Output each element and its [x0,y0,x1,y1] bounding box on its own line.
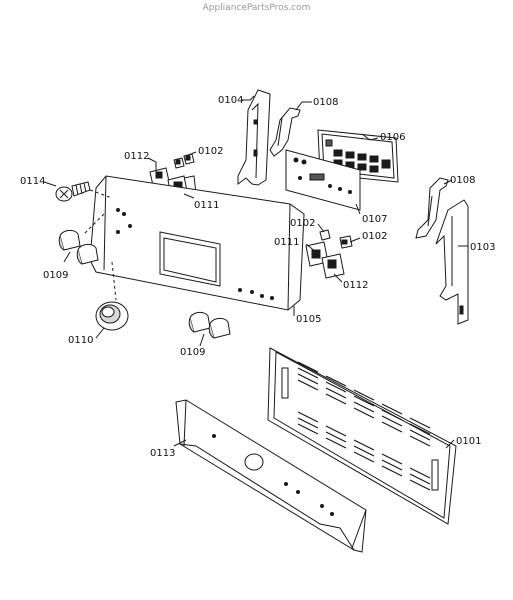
lower-rear-bracket [175,399,367,553]
screw [55,181,91,202]
label-0105: 0105 [296,314,322,325]
label-0102-top: 0102 [198,146,224,157]
big-knob [95,301,129,331]
label-0108-top: 0108 [313,97,339,108]
wire-bracket-right [415,177,449,239]
label-0112-mid: 0112 [343,280,369,291]
side-bracket-left [237,89,271,186]
wire-bracket-top [269,107,301,157]
knob-pair-left [58,229,99,265]
label-0109-left: 0109 [43,270,69,281]
label-0108-right: 0108 [450,175,476,186]
label-0111-top: 0111 [194,200,220,211]
label-0102-mid2: 0102 [362,231,388,242]
leader-lines [43,95,468,449]
label-0114: 0114 [20,176,46,187]
label-0109-bottom: 0109 [180,347,206,358]
label-0106: 0106 [380,132,406,143]
label-0110: 0110 [68,335,94,346]
label-0103: 0103 [470,242,496,253]
label-0112-top: 0112 [124,151,150,162]
knob-pair-bottom [188,311,231,339]
side-bracket-right [435,199,469,325]
watermark: AppliancePartsPros.com [202,3,311,13]
control-overlay [285,149,361,211]
label-0104: 0104 [218,95,244,106]
switch-group-mid [305,229,353,279]
label-0111-mid: 0111 [274,237,300,248]
rear-vent-panel [267,347,457,525]
label-0102-mid: 0102 [290,218,316,229]
leader-lines-dashed [83,189,117,301]
label-0101: 0101 [456,436,482,447]
label-0113: 0113 [150,448,176,459]
label-0107: 0107 [362,214,388,225]
control-panel [89,175,305,311]
